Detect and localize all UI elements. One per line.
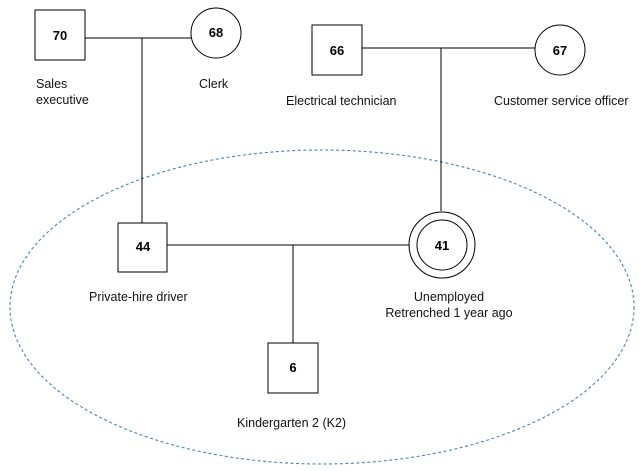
person-68-node: 68 bbox=[190, 7, 242, 59]
person-6-occupation: Kindergarten 2 (K2) bbox=[237, 416, 347, 430]
person-67-node: 67 bbox=[534, 24, 586, 76]
person-6-age: 6 bbox=[289, 360, 296, 375]
person-70-node: 70 bbox=[34, 9, 86, 61]
person-67-age: 67 bbox=[553, 43, 567, 58]
person-70-age: 70 bbox=[53, 28, 67, 43]
person-41-status: Unemployed Retrenched 1 year ago bbox=[362, 289, 536, 321]
person-44-occupation: Private-hire driver bbox=[89, 290, 188, 304]
person-67-occupation: Customer service officer bbox=[494, 94, 629, 108]
person-68-age: 68 bbox=[209, 25, 223, 40]
household-boundary bbox=[9, 149, 635, 465]
person-70-occupation-line1: Sales bbox=[36, 77, 68, 91]
person-70-occupation: Sales executive bbox=[36, 76, 89, 108]
person-41-age: 41 bbox=[435, 238, 449, 253]
person-6-node: 6 bbox=[267, 342, 319, 394]
person-66-occupation: Electrical technician bbox=[286, 94, 397, 108]
person-70-occupation-line2: executive bbox=[36, 93, 89, 107]
person-41-status-line2: Retrenched 1 year ago bbox=[385, 306, 513, 320]
person-41-node: 41 bbox=[408, 211, 476, 279]
person-66-node: 66 bbox=[311, 24, 363, 76]
person-44-age: 44 bbox=[136, 239, 151, 254]
person-41-status-line1: Unemployed bbox=[413, 290, 485, 304]
person-44-node: 44 bbox=[117, 222, 168, 273]
person-66-age: 66 bbox=[330, 43, 344, 58]
person-68-occupation: Clerk bbox=[199, 77, 229, 91]
